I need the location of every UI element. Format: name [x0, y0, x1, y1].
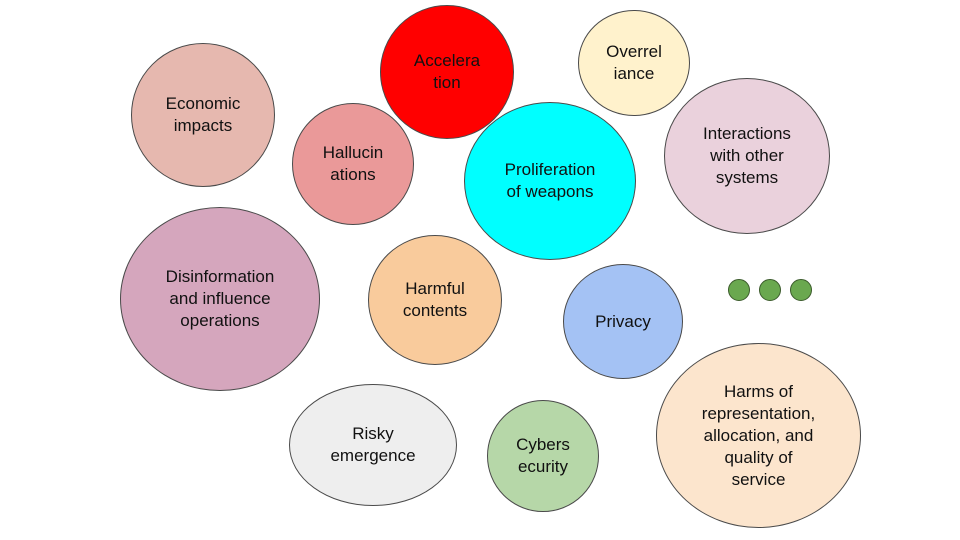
bubble-cybersecurity: Cybers ecurity — [487, 400, 599, 512]
bubble-label: Risky emergence — [330, 424, 416, 465]
ellipsis-dot — [728, 279, 750, 301]
bubble-disinformation: Disinformation and influence operations — [120, 207, 320, 391]
bubble-privacy: Privacy — [563, 264, 683, 379]
bubble-label: Overrel iance — [606, 42, 662, 83]
bubble-acceleration: Accelera tion — [380, 5, 514, 139]
bubble-label: Interactions with other systems — [703, 124, 791, 187]
bubble-label: Accelera tion — [413, 51, 481, 92]
bubble-interactions-with-other-systems: Interactions with other systems — [664, 78, 830, 234]
bubble-label: Harms of representation, allocation, and… — [701, 381, 816, 489]
ellipsis-dot — [790, 279, 812, 301]
bubble-label: Cybers ecurity — [516, 435, 570, 476]
bubble-label: Hallucin ations — [322, 143, 384, 184]
bubble-harmful-contents: Harmful contents — [368, 235, 502, 365]
bubble-overreliance: Overrel iance — [578, 10, 690, 116]
bubble-proliferation-of-weapons: Proliferation of weapons — [464, 102, 636, 260]
bubble-label: Proliferation of weapons — [504, 160, 596, 201]
ellipsis-dot — [759, 279, 781, 301]
bubble-risky-emergence: Risky emergence — [289, 384, 457, 506]
bubble-label: Economic impacts — [165, 94, 241, 135]
bubble-label: Disinformation and influence operations — [165, 267, 275, 330]
bubble-label: Harmful contents — [402, 279, 468, 320]
bubble-economic-impacts: Economic impacts — [131, 43, 275, 187]
bubble-hallucinations: Hallucin ations — [292, 103, 414, 225]
bubble-harms-of-representation: Harms of representation, allocation, and… — [656, 343, 861, 528]
bubble-label: Privacy — [595, 311, 651, 331]
